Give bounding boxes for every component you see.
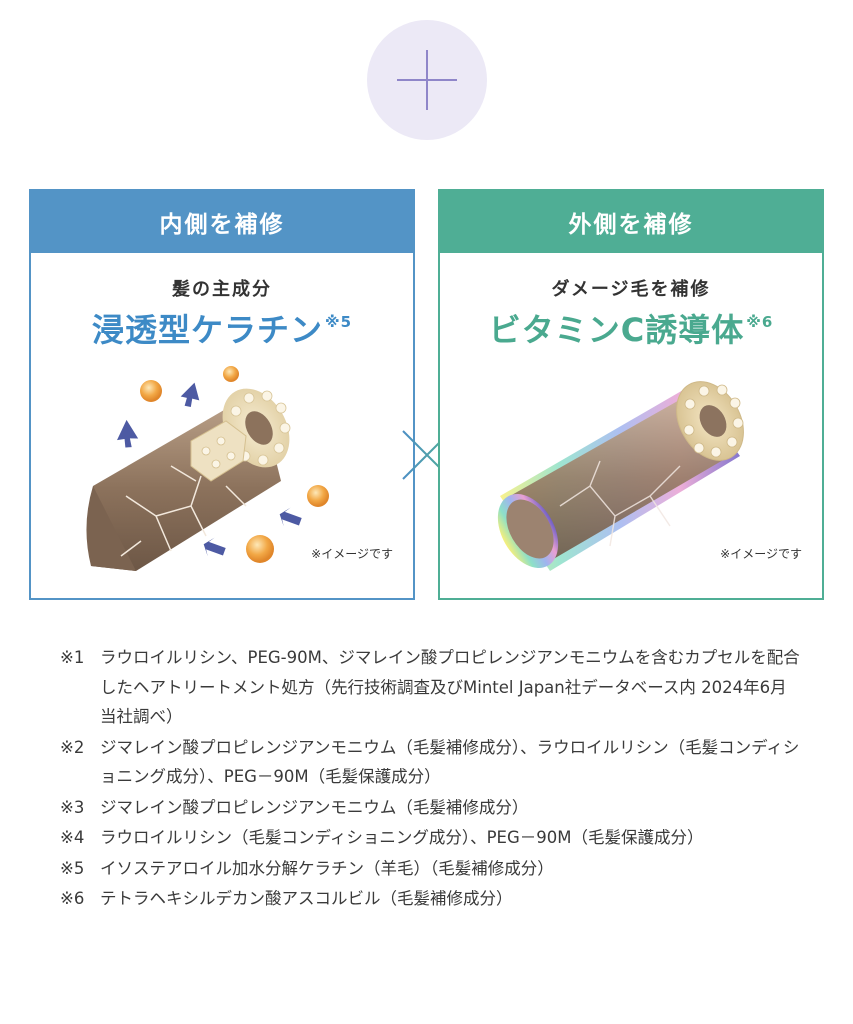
footnote-mark: ※6 (746, 313, 774, 331)
panel-header: 内側を補修 (31, 191, 413, 253)
keratin-hair-illustration (86, 366, 329, 571)
footnote-mark: ※6 (60, 889, 85, 908)
footnote: ※4 ラウロイルリシン（毛髪コンディショニング成分）、PEG－90M（毛髪保護成… (60, 823, 800, 853)
inner-repair-panel: 内側を補修 髪の主成分 浸透型ケラチン※5 (29, 189, 415, 600)
footnote-text: ジマレイン酸プロピレンジアンモニウム（毛髪補修成分） (100, 797, 529, 817)
footnote-mark: ※5 (60, 858, 85, 878)
footnotes: ※1 ラウロイルリシン、PEG-90M、ジマレイン酸プロピレンジアンモニウムを含… (60, 643, 800, 915)
plus-circle (367, 20, 487, 140)
footnote: ※6 テトラヘキシルデカン酸アスコルビル（毛髪補修成分） (60, 884, 800, 914)
panel-header: 外側を補修 (440, 191, 822, 253)
footnote: ※5 イソステアロイル加水分解ケラチン（羊毛）（毛髪補修成分） (60, 854, 800, 884)
footnote: ※2 ジマレイン酸プロピレンジアンモニウム（毛髪補修成分）、ラウロイルリシン（毛… (60, 733, 800, 792)
footnote-mark: ※3 (60, 797, 85, 817)
vitamin-c-hair-illustration (497, 381, 744, 571)
footnote-mark: ※1 (60, 648, 85, 667)
panel-title-text: ビタミンC誘導体 (488, 311, 745, 349)
panel-subtitle: 髪の主成分 (172, 279, 272, 300)
plus-icon (397, 50, 457, 110)
footnote-mark: ※2 (60, 737, 85, 757)
image-note: ※イメージです (720, 547, 802, 561)
panel-title: ビタミンC誘導体※6 (440, 305, 822, 351)
panel-title: 浸透型ケラチン※5 (31, 305, 413, 351)
footnote-text: ラウロイルリシン（毛髪コンディショニング成分）、PEG－90M（毛髪保護成分） (100, 828, 704, 847)
footnote-text: ラウロイルリシン、PEG-90M、ジマレイン酸プロピレンジアンモニウムを含むカプ… (100, 648, 800, 726)
footnote-mark: ※5 (324, 313, 353, 331)
panel-subtitle: ダメージ毛を補修 (551, 279, 711, 300)
footnote-text: テトラヘキシルデカン酸アスコルビル（毛髪補修成分） (100, 889, 513, 908)
footnote: ※1 ラウロイルリシン、PEG-90M、ジマレイン酸プロピレンジアンモニウムを含… (60, 643, 800, 732)
footnote: ※3 ジマレイン酸プロピレンジアンモニウム（毛髪補修成分） (60, 793, 800, 823)
panel-title-text: 浸透型ケラチン (91, 311, 323, 349)
footnote-text: イソステアロイル加水分解ケラチン（羊毛）（毛髪補修成分） (100, 858, 554, 878)
outer-repair-panel: 外側を補修 ダメージ毛を補修 ビタミンC誘導体※6 (438, 189, 824, 600)
footnote-mark: ※4 (60, 828, 85, 847)
footnote-text: ジマレイン酸プロピレンジアンモニウム（毛髪補修成分）、ラウロイルリシン（毛髪コン… (100, 737, 800, 787)
image-note: ※イメージです (311, 547, 393, 561)
